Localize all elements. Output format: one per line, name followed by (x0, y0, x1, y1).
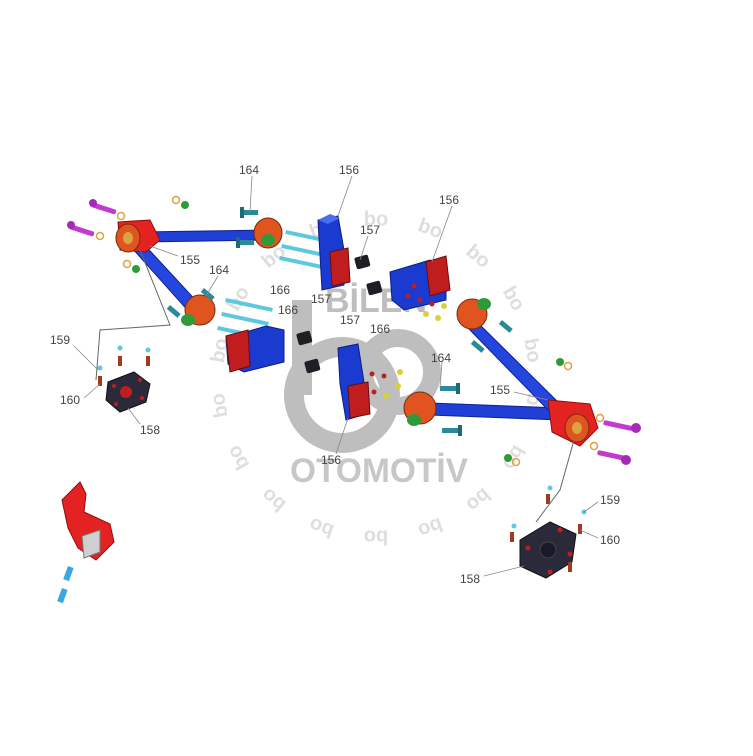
label-155-left: 155 (180, 253, 200, 267)
label-156-top: 156 (339, 163, 359, 177)
bolt-164-left-b[interactable] (236, 237, 254, 248)
spacer-157-upper-b[interactable] (366, 280, 383, 296)
label-166-b: 166 (278, 303, 298, 317)
watermark-monogram: bo (415, 214, 445, 243)
fasteners-upper-right (405, 283, 447, 321)
label-164-right: 164 (431, 351, 451, 365)
lower-control-arm-right[interactable] (429, 319, 599, 447)
label-156-right: 156 (439, 193, 459, 207)
label-156-bottom: 156 (321, 453, 341, 467)
label-155-right: 155 (490, 383, 510, 397)
bolt-cyan-bracket-2[interactable] (57, 588, 68, 604)
mount-158-left[interactable] (105, 371, 151, 413)
label-158-right: 158 (460, 572, 480, 586)
watermark-monogram: bo (364, 526, 388, 548)
label-159-left: 159 (50, 333, 70, 347)
label-164-top: 164 (239, 163, 259, 177)
washers-right (504, 358, 605, 467)
label-157-right: 157 (340, 313, 360, 327)
washers-left (95, 195, 189, 273)
bolt-magenta-left-1[interactable] (89, 199, 117, 215)
watermark-monogram: bo (223, 441, 254, 473)
bushing-155-right-rear[interactable] (456, 298, 491, 330)
spacer-157-upper-a[interactable] (354, 254, 371, 270)
spacer-157-lower-b[interactable] (304, 358, 321, 374)
bracket-156-upper-right[interactable] (389, 255, 451, 311)
watermark-monogram: bo (258, 483, 291, 516)
bolt-164-right-a[interactable] (440, 383, 460, 394)
watermark-monogram: bo (519, 337, 545, 365)
watermark-sub: OTOMOTİV (290, 452, 468, 490)
label-166-c: 166 (370, 322, 390, 336)
bracket-156-lower-right[interactable] (337, 343, 371, 421)
label-157-upper: 157 (360, 223, 380, 237)
studs-159-160-left (97, 345, 151, 386)
bracket-156-upper-left[interactable] (317, 214, 351, 291)
bolt-magenta-right-2[interactable] (597, 450, 631, 465)
bolt-164-right-c[interactable] (498, 320, 513, 333)
watermark-monogram: bo (415, 513, 445, 542)
bracket-156-lower-left[interactable] (225, 325, 285, 373)
fasteners-lower-right (369, 369, 403, 399)
watermark-monogram: bo (498, 283, 529, 315)
label-159-right: 159 (600, 493, 620, 507)
label-160-right: 160 (600, 533, 620, 547)
watermark-monogram: bo (498, 441, 529, 473)
bolt-magenta-right-1[interactable] (603, 420, 641, 433)
bushing-155-right-front[interactable] (403, 391, 437, 426)
watermark-monogram: bo (307, 513, 337, 542)
mount-158-right[interactable] (519, 521, 577, 579)
spacer-157-lower-a[interactable] (296, 330, 313, 346)
bushing-155-left-front[interactable] (253, 217, 283, 249)
label-164-mid: 164 (209, 263, 229, 277)
bolt-164-left-d[interactable] (200, 288, 215, 301)
bolt-164-left-a[interactable] (240, 207, 258, 218)
watermark: bobobobobobobobobobobobobobobobobobo BİL… (207, 208, 546, 547)
bolt-164-right-d[interactable] (470, 340, 485, 353)
watermark-monogram: bo (462, 240, 495, 273)
bolt-164-left-c[interactable] (166, 305, 181, 318)
connector-wires (95, 249, 575, 523)
watermark-monogram: bo (364, 208, 388, 230)
label-160-left: 160 (60, 393, 80, 407)
label-166-a: 166 (270, 283, 290, 297)
callout-labels: 164 156 156 157 155 164 166 166 157 157 … (50, 163, 620, 586)
bolt-magenta-left-2[interactable] (67, 221, 95, 237)
watermark-monogram: bo (207, 392, 233, 420)
bolt-164-right-b[interactable] (442, 425, 462, 436)
bushing-155-left-rear[interactable] (181, 294, 216, 326)
bolt-cyan-bracket-1[interactable] (63, 566, 74, 582)
label-158-left: 158 (140, 423, 160, 437)
label-157-mid: 157 (311, 292, 331, 306)
red-bracket-part[interactable] (61, 481, 115, 561)
